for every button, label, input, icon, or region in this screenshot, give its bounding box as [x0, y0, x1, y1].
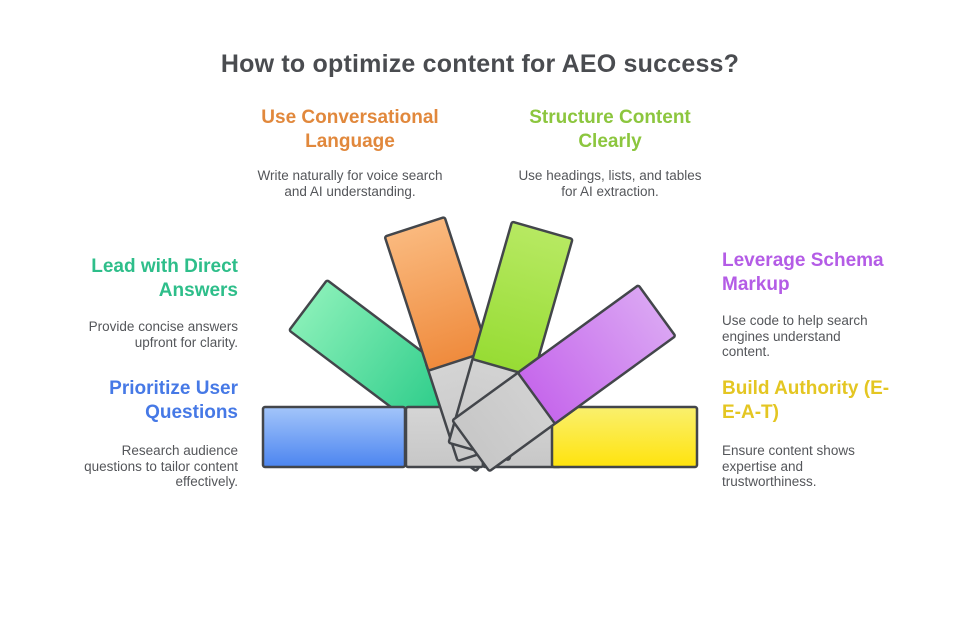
- heading-line: Clearly: [578, 131, 642, 152]
- body-line: Use code to help search: [722, 313, 868, 328]
- heading-line: Leverage Schema: [722, 250, 884, 271]
- heading-line: Lead with Direct: [91, 256, 238, 277]
- purple-strip: [517, 284, 676, 425]
- yellow-strip: [550, 405, 699, 469]
- fan-shapes: [261, 216, 699, 472]
- heading-line: Structure Content: [529, 107, 691, 128]
- body-line: content.: [722, 344, 771, 359]
- body-line: upfront for clarity.: [134, 334, 238, 350]
- heading-line: Use Conversational: [261, 107, 439, 128]
- heading-line: Build Authority (E-: [722, 378, 890, 399]
- page-title: How to optimize content for AEO success?: [220, 50, 740, 78]
- section-heading: Build Authority (E- E-A-T): [722, 377, 897, 425]
- heading-line: Language: [305, 131, 395, 152]
- body-line: for AI extraction.: [561, 183, 659, 199]
- body-line: Use headings, lists, and tables: [518, 168, 702, 183]
- body-line: Ensure content shows: [722, 443, 855, 458]
- heading-line: Questions: [145, 402, 238, 423]
- body-line: expertise and: [722, 458, 804, 474]
- section-build-authority-eeat: Build Authority (E- E-A-T) Ensure content…: [722, 377, 897, 490]
- body-line: questions to tailor content: [84, 458, 238, 474]
- body-line: engines understand: [722, 328, 841, 344]
- heading-line: Answers: [158, 280, 238, 301]
- body-line: and AI understanding.: [284, 183, 416, 199]
- heading-line: Markup: [722, 274, 790, 295]
- green-strip: [471, 220, 574, 378]
- heading-line: E-A-T): [722, 402, 779, 423]
- body-line: trustworthiness.: [722, 474, 817, 489]
- heading-line: Prioritize User: [109, 378, 238, 399]
- blue-strip: [261, 405, 407, 469]
- orange-strip: [384, 216, 489, 372]
- body-line: Research audience: [121, 443, 238, 458]
- body-line: Write naturally for voice search: [257, 168, 443, 183]
- body-line: Provide concise answers: [88, 319, 238, 334]
- body-line: effectively.: [175, 474, 238, 489]
